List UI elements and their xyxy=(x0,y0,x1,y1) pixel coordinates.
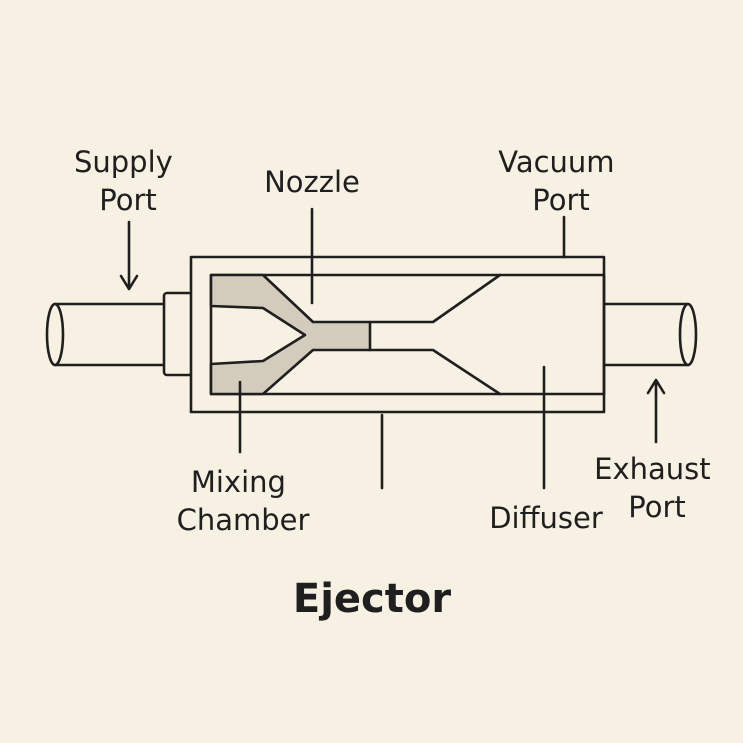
nozzle-shape xyxy=(209,273,372,396)
diagram-title: Ejector xyxy=(293,576,451,622)
supply-port-label-line-1: Supply xyxy=(74,145,173,179)
exhaust-port-label-line-2: Port xyxy=(628,490,686,524)
exhaust-arrow xyxy=(646,378,666,444)
exhaust-port-label: Exhaust Port xyxy=(594,452,720,524)
vacuum-port-label-line-2: Port xyxy=(532,183,590,217)
exhaust-port-label-line-1: Exhaust xyxy=(594,452,711,486)
supply-arrow xyxy=(119,220,139,291)
supply-pipe-opening xyxy=(45,302,65,367)
coupling-collar xyxy=(162,291,194,377)
mixing-chamber-label-line-2: Chamber xyxy=(177,503,310,537)
diffuser-label: Diffuser xyxy=(489,501,603,535)
vacuum-port-label-line-1: Vacuum xyxy=(498,145,614,179)
supply-port-label-line-2: Port xyxy=(99,183,157,217)
ejector-body-inner xyxy=(209,273,606,396)
diffuser-shape xyxy=(368,273,502,396)
vacuum-port-label: Vacuum Port xyxy=(498,145,624,217)
mixing-chamber-label-line-1: Mixing xyxy=(191,465,286,499)
supply-port-label: Supply Port xyxy=(74,145,182,217)
exhaust-pipe-opening xyxy=(678,302,698,367)
supply-pipe xyxy=(53,302,167,367)
nozzle-label: Nozzle xyxy=(264,165,360,199)
exhaust-pipe xyxy=(602,302,690,367)
mixing-chamber-label: Mixing Chamber xyxy=(177,465,310,537)
